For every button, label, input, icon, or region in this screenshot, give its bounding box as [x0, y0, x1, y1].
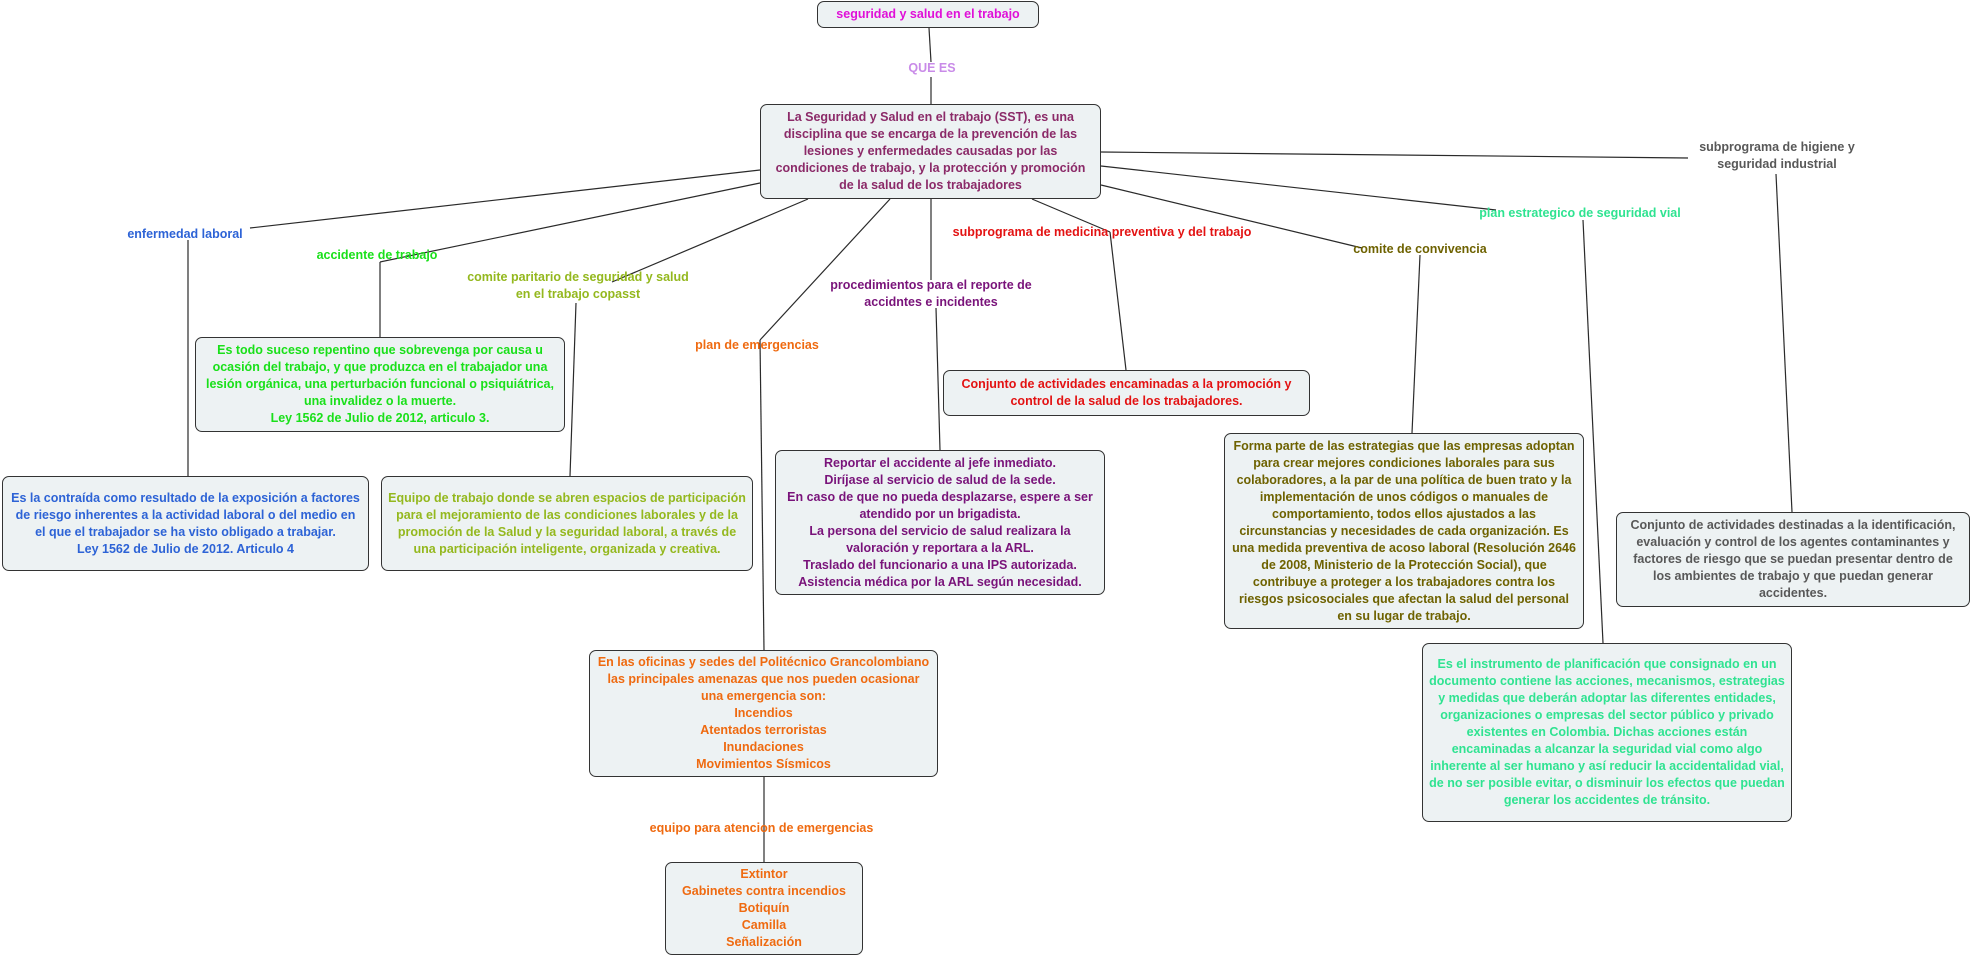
connector-line: [1109, 231, 1127, 371]
enfermedad-laboral-text: Es la contraída como resultado de la exp…: [11, 490, 360, 556]
connector-line: [759, 339, 765, 651]
equipo-emergencias-label[interactable]: equipo para atencion de emergencias: [649, 821, 874, 835]
que-es-label: QUE ES: [908, 61, 956, 75]
seguridad-vial-node[interactable]: Es el instrumento de planificación que c…: [1422, 643, 1792, 822]
connector-line: [759, 198, 891, 341]
definition-text: La Seguridad y Salud en el trabajo (SST)…: [775, 110, 1086, 192]
connector-line: [1100, 184, 1363, 249]
procedimientos-label[interactable]: procedimientos para el reporte de accidn…: [830, 278, 1032, 309]
comite-convivencia-node[interactable]: Forma parte de las estrategias que las e…: [1224, 433, 1584, 629]
equipo-emergencias-text: Extintor Gabinetes contra incendios Boti…: [682, 867, 846, 949]
connector-line: [611, 198, 809, 283]
seguridad-vial-label[interactable]: plan estrategico de seguridad vial: [1479, 206, 1681, 220]
root-node[interactable]: seguridad y salud en el trabajo: [817, 1, 1039, 28]
procedimientos-text: Reportar el accidente al jefe inmediato.…: [787, 455, 1093, 589]
comite-paritario-node[interactable]: Equipo de trabajo donde se abren espacio…: [381, 476, 753, 571]
higiene-industrial-node[interactable]: Conjunto de actividades destinadas a la …: [1616, 512, 1970, 607]
plan-emergencias-node[interactable]: En las oficinas y sedes del Politécnico …: [589, 650, 938, 777]
comite-convivencia-label[interactable]: comite de convivencia: [1353, 242, 1487, 256]
medicina-preventiva-node[interactable]: Conjunto de actividades encaminadas a la…: [943, 370, 1310, 416]
connector-line: [928, 27, 932, 63]
definition-node[interactable]: La Seguridad y Salud en el trabajo (SST)…: [760, 104, 1101, 199]
connector-line: [1100, 151, 1689, 159]
connector-line: [249, 169, 761, 229]
medicina-preventiva-text: Conjunto de actividades encaminadas a la…: [961, 377, 1292, 408]
connector-line: [1031, 198, 1111, 233]
comite-paritario-text: Equipo de trabajo donde se abren espacio…: [388, 490, 746, 556]
accidente-trabajo-text: Es todo suceso repentino que sobrevenga …: [206, 343, 554, 425]
comite-paritario-label[interactable]: comite paritario de seguridad y salud en…: [467, 270, 689, 301]
higiene-industrial-label[interactable]: subprograma de higiene y seguridad indus…: [1699, 140, 1855, 171]
procedimientos-node[interactable]: Reportar el accidente al jefe inmediato.…: [775, 450, 1105, 595]
seguridad-vial-text: Es el instrumento de planificación que c…: [1429, 657, 1785, 807]
higiene-industrial-text: Conjunto de actividades destinadas a la …: [1630, 518, 1956, 600]
connector-line: [1775, 173, 1793, 513]
equipo-emergencias-node[interactable]: Extintor Gabinetes contra incendios Boti…: [665, 862, 863, 955]
plan-emergencias-label[interactable]: plan de emergencias: [695, 338, 819, 352]
enfermedad-laboral-label[interactable]: enfermedad laboral: [127, 227, 243, 241]
connector-line: [379, 182, 761, 263]
connector-line: [935, 307, 941, 451]
accidente-trabajo-label[interactable]: accidente de trabajo: [316, 248, 438, 262]
connector-line: [569, 302, 577, 477]
comite-convivencia-text: Forma parte de las estrategias que las e…: [1232, 438, 1576, 623]
connector-line: [1582, 219, 1604, 644]
accidente-trabajo-node[interactable]: Es todo suceso repentino que sobrevenga …: [195, 337, 565, 432]
plan-emergencias-text: En las oficinas y sedes del Politécnico …: [597, 655, 930, 771]
medicina-preventiva-label[interactable]: subprograma de medicina preventiva y del…: [952, 225, 1252, 239]
root-title: seguridad y salud en el trabajo: [836, 7, 1020, 21]
connector-line: [1100, 165, 1497, 211]
enfermedad-laboral-node[interactable]: Es la contraída como resultado de la exp…: [2, 476, 369, 571]
connector-line: [1411, 254, 1421, 434]
